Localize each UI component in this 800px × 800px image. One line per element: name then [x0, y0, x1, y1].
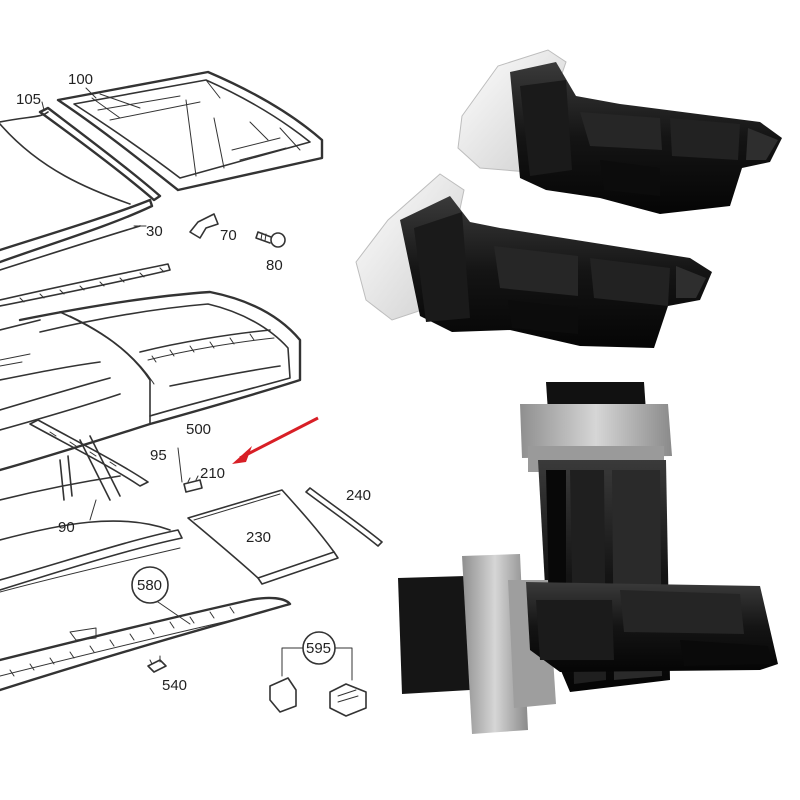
seal-strip-240 — [305, 487, 383, 547]
roof-seal-105 — [38, 106, 162, 202]
leader-lines — [41, 87, 183, 521]
screw-80 — [255, 231, 286, 248]
clip-part-upper — [457, 49, 782, 214]
part-label-580: 580 — [137, 577, 162, 594]
part-label-95: 95 — [150, 447, 167, 464]
clip-part-horizontal — [398, 554, 778, 734]
clip-photo-bottom — [398, 382, 778, 734]
deflector-strip — [0, 263, 171, 307]
roof-outline — [0, 111, 154, 271]
clip-540 — [147, 655, 167, 673]
part-label-240: 240 — [346, 487, 371, 504]
guide-rail-95 — [29, 419, 149, 501]
cover-panel-580 — [0, 529, 292, 692]
callout-arrow — [232, 416, 319, 464]
clip-set-595 — [269, 631, 367, 717]
clip-part-lower — [355, 173, 712, 348]
part-label-105: 105 — [16, 91, 41, 108]
part-label-70: 70 — [220, 227, 237, 244]
part-label-595: 595 — [306, 640, 331, 657]
bracket-70 — [189, 213, 219, 239]
part-label-500: 500 — [186, 421, 211, 438]
part-label-80: 80 — [266, 257, 283, 274]
exploded-parts-diagram: 100 105 30 70 80 500 95 210 240 90 230 5… — [0, 70, 383, 717]
roof-frame-500 — [0, 290, 302, 472]
glass-panel-100 — [56, 70, 324, 192]
part-label-100: 100 — [68, 71, 93, 88]
sun-blind-230 — [187, 489, 339, 585]
part-label-30: 30 — [146, 223, 163, 240]
clip-210 — [183, 475, 203, 493]
part-label-230: 230 — [246, 529, 271, 546]
clip-photo-top — [355, 49, 782, 348]
part-label-210: 210 — [200, 465, 225, 482]
part-label-540: 540 — [162, 677, 187, 694]
panel-90 — [0, 475, 171, 541]
part-label-90: 90 — [58, 519, 75, 536]
